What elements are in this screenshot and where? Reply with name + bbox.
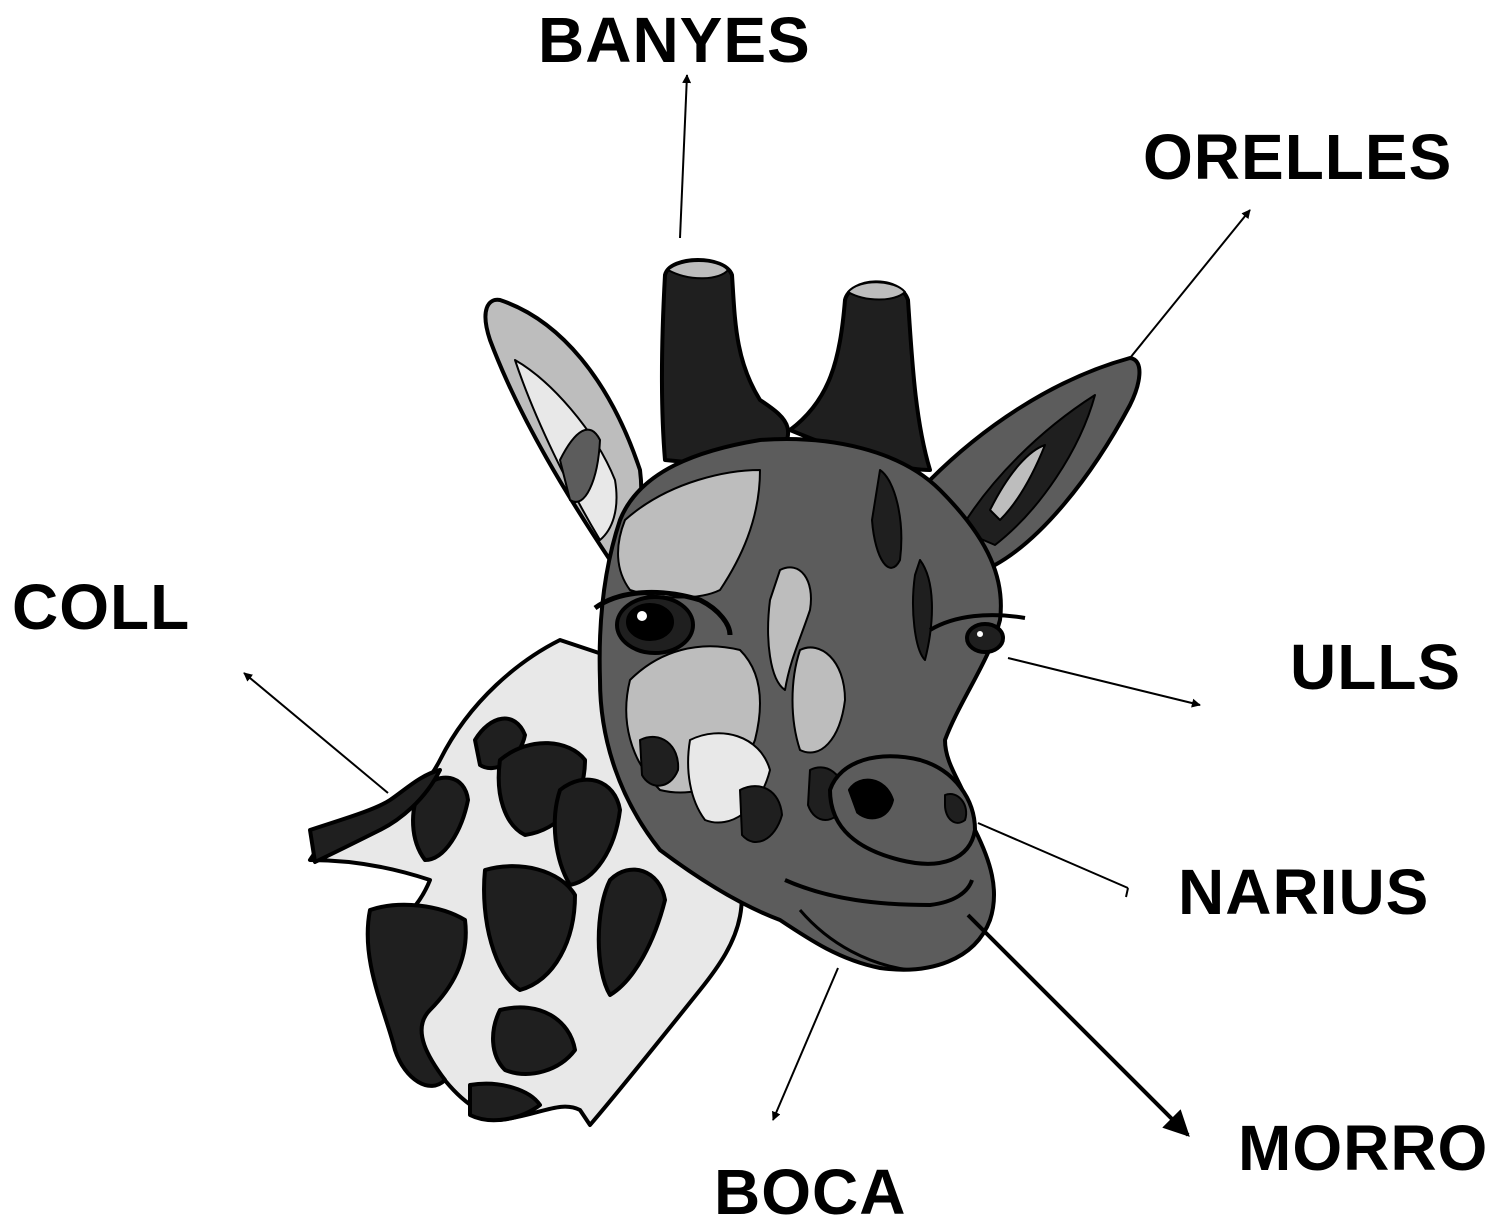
label-eyes: ULLS <box>1290 635 1461 699</box>
arrow-horns <box>680 75 687 238</box>
label-mouth: BOCA <box>714 1160 906 1224</box>
label-horns: BANYES <box>538 8 811 72</box>
arrow-eyes <box>1008 658 1200 705</box>
arrow-nostrils-tick <box>1126 888 1128 897</box>
arrow-mouth <box>773 968 838 1120</box>
label-ears: ORELLES <box>1143 125 1452 189</box>
label-muzzle: MORRO <box>1238 1116 1488 1180</box>
arrow-muzzle <box>968 915 1188 1135</box>
label-nostrils: NARIUS <box>1178 860 1429 924</box>
arrow-neck <box>244 673 388 793</box>
arrow-nostrils <box>978 823 1128 888</box>
giraffe-illustration <box>310 260 1139 1125</box>
arrow-ears <box>1130 210 1250 358</box>
nostril <box>850 781 892 818</box>
label-neck: COLL <box>12 575 190 639</box>
